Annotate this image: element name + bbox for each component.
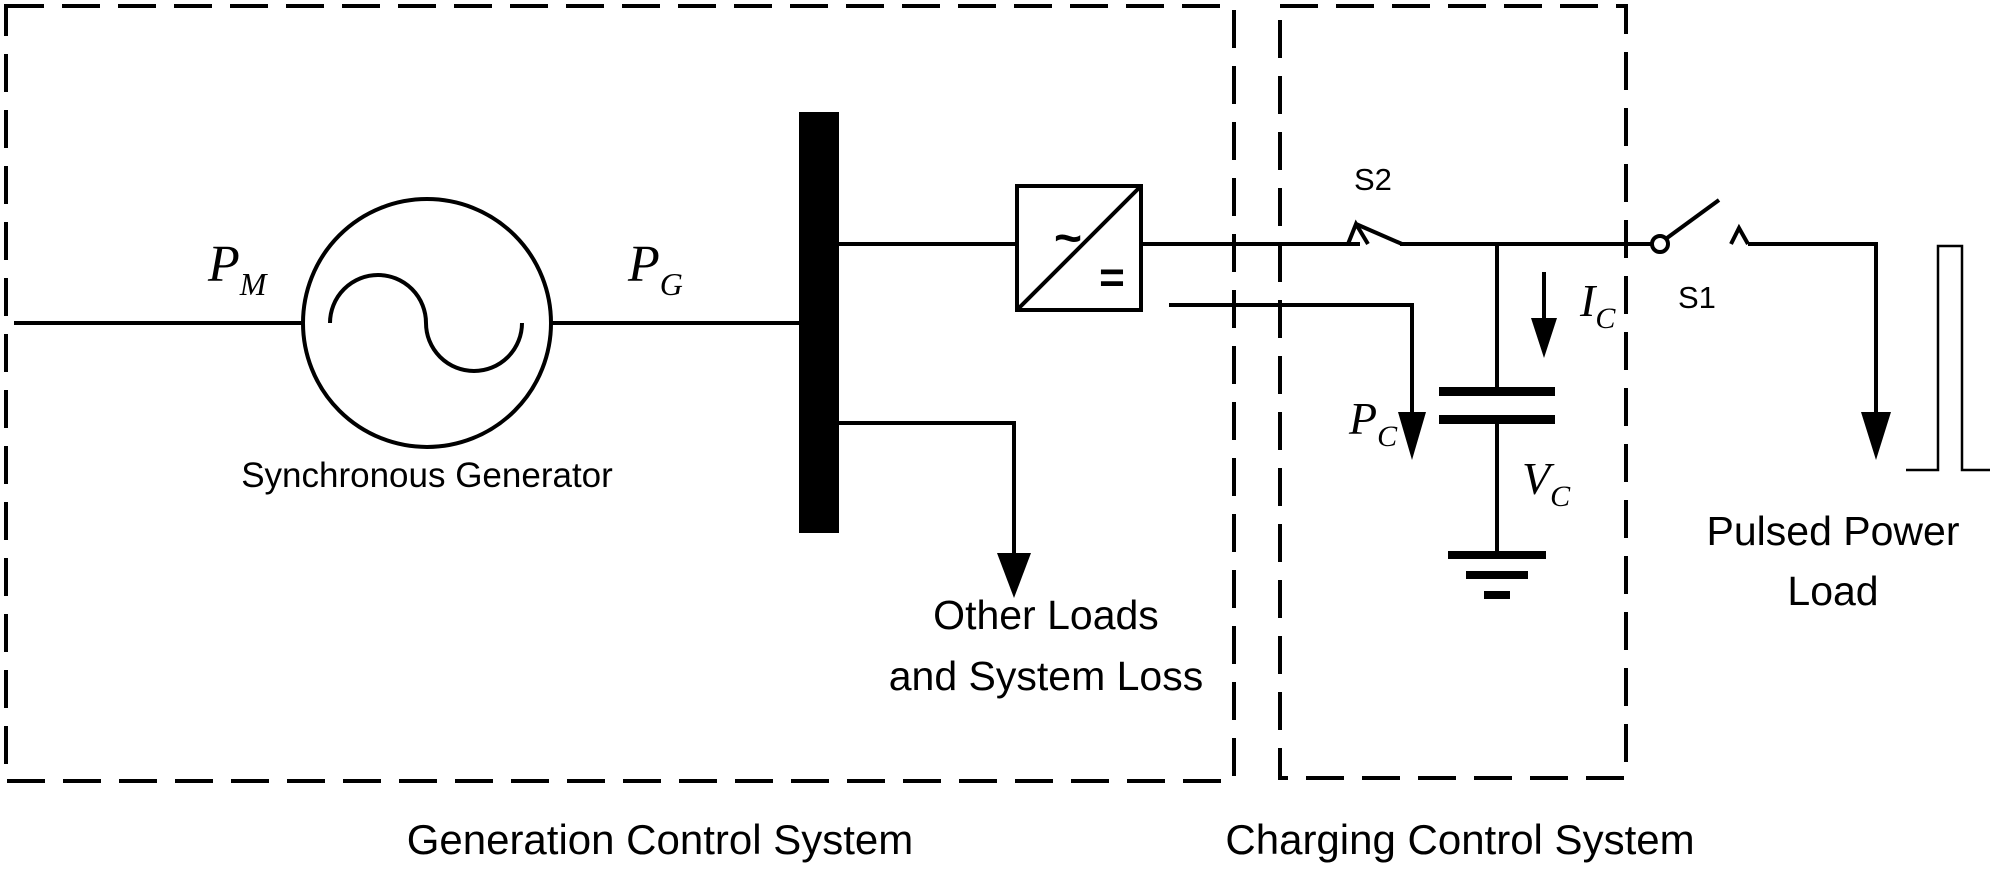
pulsed-load-label-line2: Load [1787, 568, 1878, 614]
charging-control-system-label: Charging Control System [1225, 816, 1694, 863]
pulsed-load-label-line1: Pulsed Power [1707, 508, 1960, 554]
sine-wave-icon [328, 273, 524, 373]
other-loads-branch-line [839, 421, 1016, 555]
other-loads-label-line2: and System Loss [889, 653, 1204, 699]
converter-ac-symbol: ~ [1054, 212, 1082, 265]
capacitor-current-label: IC [1579, 275, 1616, 335]
capacitor-voltage-label: VC [1522, 453, 1571, 513]
converter-dc-symbol: = [1099, 253, 1125, 302]
pulse-waveform-icon [1906, 244, 1990, 472]
charging-power-arrow-icon [1398, 412, 1426, 460]
charging-power-label: PC [1348, 393, 1398, 453]
switch-s2 [1346, 219, 1403, 246]
ac-dc-converter [1015, 184, 1143, 312]
mechanical-power-label: PM [207, 236, 269, 302]
synchronous-generator-symbol [301, 197, 553, 449]
other-loads-label-line1: Other Loads [933, 592, 1159, 638]
switch-s1 [1650, 198, 1750, 254]
capacitor-top-plate [1439, 387, 1555, 396]
pulsed-load-arrow-icon [1861, 412, 1891, 460]
ground-icon [1448, 551, 1546, 599]
capacitor-bottom-plate [1439, 415, 1555, 424]
bus-bar [799, 112, 839, 533]
switch-s2-label: S2 [1354, 162, 1392, 197]
capacitor-current-arrow-icon [1531, 318, 1557, 358]
pulsed-load-line [1748, 242, 1878, 414]
generator-power-label: PG [627, 236, 683, 302]
charging-power-line [1169, 303, 1414, 414]
other-loads-arrow-icon [997, 553, 1031, 598]
switch-s1-label: S1 [1678, 280, 1716, 315]
generation-control-system-label: Generation Control System [407, 816, 914, 863]
generator-label: Synchronous Generator [241, 456, 613, 495]
charging-control-system-boundary [1278, 4, 1628, 780]
generation-control-system-boundary [4, 4, 1236, 783]
